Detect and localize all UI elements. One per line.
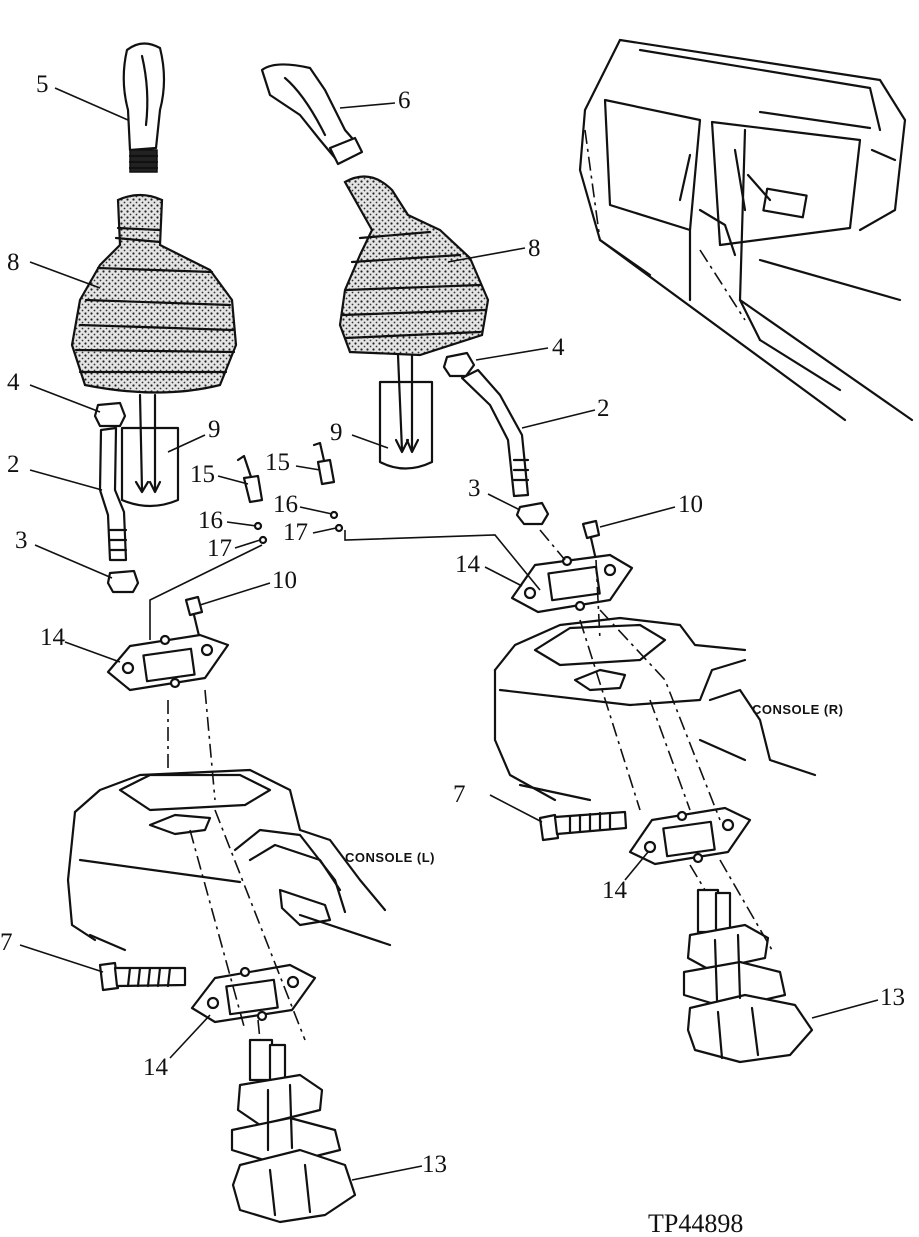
left-switch-parts [236,454,268,545]
callout-16-right: 16 [273,491,298,518]
right-lever-rod [460,368,530,498]
right-handle-grip [260,63,364,166]
console-left-label: CONSOLE (L) [345,850,435,865]
left-lever-rod [98,426,128,562]
left-nut-3 [106,569,140,594]
right-console [493,616,817,802]
callout-10-right: 10 [678,491,703,518]
right-pilot-valve [682,888,814,1064]
callout-9-left: 9 [208,416,221,443]
callout-numbers: 5 6 8 8 4 4 9 9 2 2 15 15 16 16 17 17 3 … [0,71,905,1178]
callout-5: 5 [36,71,49,98]
callout-15-left: 15 [190,461,215,488]
callout-4-right: 4 [552,334,565,361]
left-dust-boot [70,193,238,394]
callout-15-right: 15 [265,449,290,476]
figure-id: TP44898 [648,1209,743,1237]
callout-7-left: 7 [0,929,13,956]
right-nut-4 [442,351,476,378]
callout-4-left: 4 [7,369,20,396]
callout-6: 6 [398,87,411,114]
left-console [66,768,392,952]
right-bolt-7 [538,810,628,842]
right-nut-3 [515,501,550,526]
callout-13-left: 13 [422,1151,447,1178]
callout-14-left-lower: 14 [143,1054,169,1081]
callout-10-left: 10 [272,567,297,594]
callout-2-right: 2 [597,395,610,422]
callout-14-right-upper: 14 [455,551,481,578]
left-bolt-10 [184,595,204,642]
callout-3-right: 3 [468,475,481,502]
callout-8-left: 8 [7,249,20,276]
left-assembly-lines [149,544,306,1041]
callout-9-right: 9 [330,419,343,446]
right-bolt-10 [581,519,601,562]
right-switch-parts [312,441,344,533]
left-nut-4 [93,401,127,428]
left-upper-plate [106,633,230,692]
right-dust-boot [338,175,490,357]
right-upper-plate [510,553,634,614]
callout-17-left: 17 [207,535,232,562]
callout-14-right-lower: 14 [602,877,628,904]
callout-17-right: 17 [283,519,308,546]
callout-3-left: 3 [15,527,28,554]
callout-8-right: 8 [528,235,541,262]
callout-7-right: 7 [453,781,466,808]
right-lower-plate [628,806,752,866]
right-assembly-lines [344,529,773,951]
right-cup [378,353,434,470]
leader-lines [19,87,879,1181]
left-bolt-7 [98,961,187,992]
left-lower-plate [190,963,317,1024]
callout-2-left: 2 [7,451,20,478]
console-right-label: CONSOLE (R) [752,702,843,717]
cab-locator-illustration [578,38,914,422]
callout-13-right: 13 [880,984,905,1011]
callout-16-left: 16 [198,507,223,534]
callout-14-left-upper: 14 [40,624,66,651]
left-cup [120,393,180,508]
left-handle-grip [122,42,166,173]
left-pilot-valve [230,1038,357,1224]
